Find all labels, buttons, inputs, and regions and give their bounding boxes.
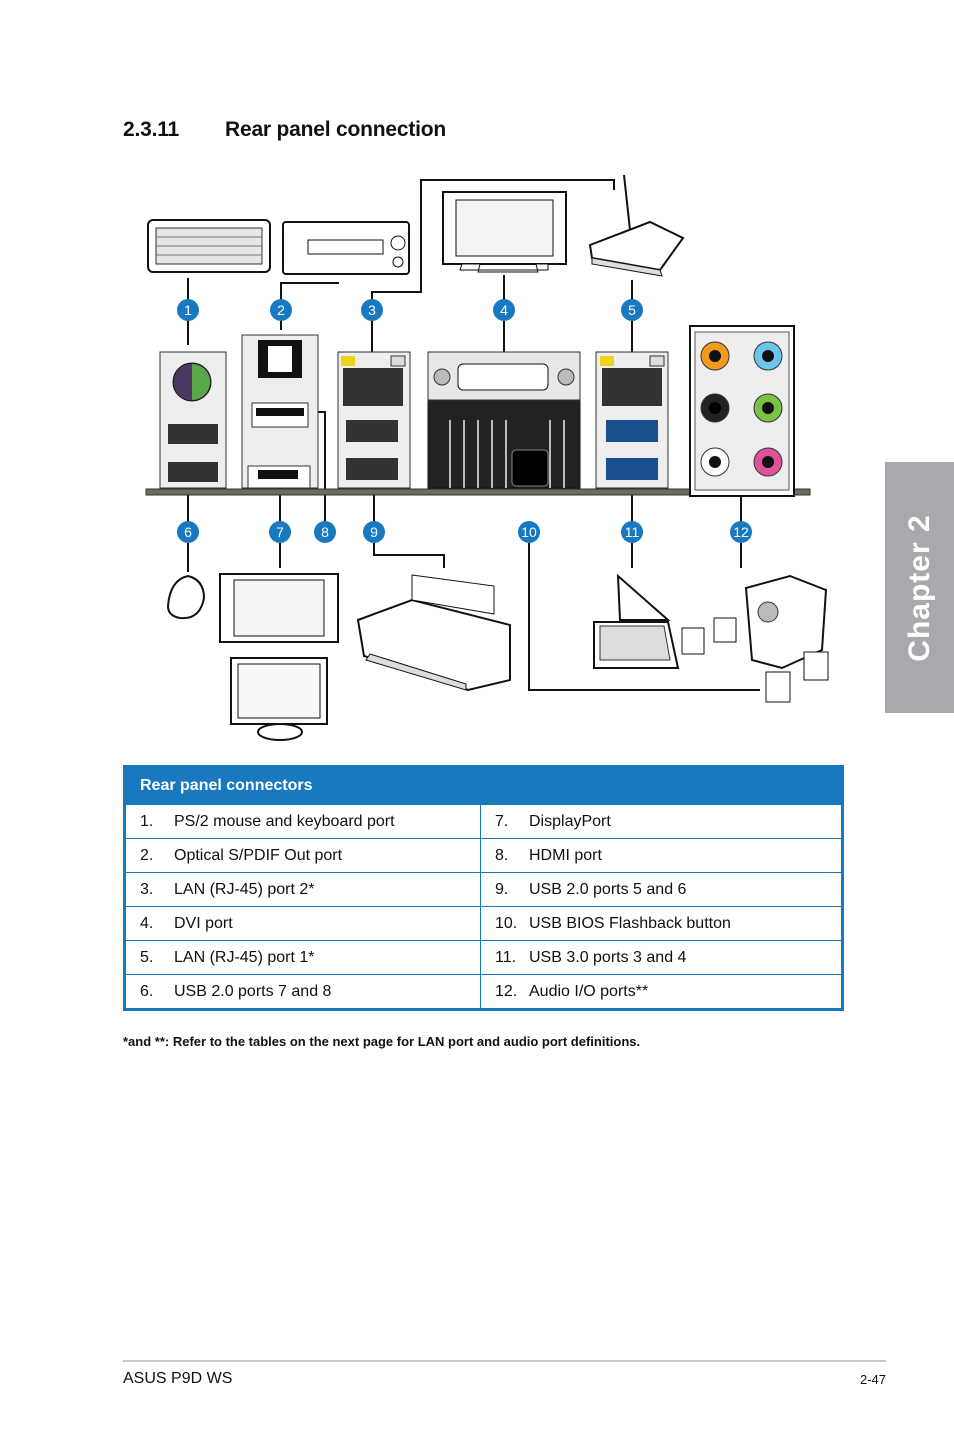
callout-badge-4: 4 bbox=[493, 299, 515, 321]
ps2-usb-stack bbox=[159, 351, 227, 489]
item-label: DisplayPort bbox=[529, 812, 611, 830]
item-number: 11. bbox=[495, 948, 517, 966]
callout-badge-1: 1 bbox=[177, 299, 199, 321]
callout-number: 9 bbox=[370, 524, 378, 540]
item-label: LAN (RJ-45) port 2* bbox=[174, 880, 315, 898]
mouse-icon bbox=[166, 574, 206, 620]
callout-number: 3 bbox=[368, 302, 376, 318]
footer-page-number: 2-47 bbox=[859, 1372, 886, 1387]
rear-panel-connectors-table: Rear panel connectors 1. PS/2 mouse and k… bbox=[123, 765, 844, 1011]
table-cell: 5. LAN (RJ-45) port 1* bbox=[124, 940, 481, 975]
table-row: 5. LAN (RJ-45) port 1* 11. USB 3.0 ports 3 … bbox=[124, 940, 843, 975]
item-number: 10. bbox=[495, 914, 518, 932]
table-cell: 1. PS/2 mouse and keyboard port bbox=[124, 804, 481, 839]
callout-number: 10 bbox=[521, 524, 537, 540]
callout-badge-12: 12 bbox=[730, 521, 752, 543]
item-label: DVI port bbox=[174, 914, 233, 932]
chapter-tab: Chapter 2 bbox=[885, 462, 954, 713]
callout-badge-9: 9 bbox=[363, 521, 385, 543]
lan-usb3-stack-right bbox=[595, 351, 669, 489]
scanner-icon bbox=[593, 573, 680, 669]
section-heading: 2.3.11 Rear panel connection bbox=[123, 118, 446, 142]
item-number: 7. bbox=[495, 812, 509, 830]
item-label: Audio I/O ports** bbox=[529, 982, 649, 1000]
item-label: USB 2.0 ports 7 and 8 bbox=[174, 982, 332, 1000]
item-label: USB BIOS Flashback button bbox=[529, 914, 731, 932]
speakers-icon bbox=[681, 574, 829, 703]
callout-number: 7 bbox=[276, 524, 284, 540]
table-row: 2. Optical S/PDIF Out port 8. HDMI port bbox=[124, 838, 843, 873]
callout-badge-5: 5 bbox=[621, 299, 643, 321]
table-body: 1. PS/2 mouse and keyboard port 7. DisplayP… bbox=[124, 804, 843, 1010]
table-cell: 11. USB 3.0 ports 3 and 4 bbox=[480, 940, 843, 975]
footnote: *and **: Refer to the tables on the next… bbox=[123, 1034, 641, 1049]
callout-number: 5 bbox=[628, 302, 636, 318]
callout-number: 11 bbox=[625, 524, 640, 540]
optical-hdmi-dp-stack bbox=[241, 334, 319, 489]
callout-badge-10: 10 bbox=[518, 521, 540, 543]
callout-number: 1 bbox=[184, 302, 192, 318]
item-number: 2. bbox=[140, 846, 154, 864]
footer-product: ASUS P9D WS bbox=[123, 1370, 233, 1387]
audio-jack-panel bbox=[689, 325, 795, 497]
hdmi-monitor-icon bbox=[230, 657, 328, 741]
callout-badge-7: 7 bbox=[269, 521, 291, 543]
table-row: 3. LAN (RJ-45) port 2* 9. USB 2.0 ports 5 a… bbox=[124, 872, 843, 907]
table-row: 1. PS/2 mouse and keyboard port 7. DisplayP… bbox=[124, 804, 843, 839]
table-header: Rear panel connectors bbox=[124, 766, 843, 805]
table-cell: 10. USB BIOS Flashback button bbox=[480, 906, 843, 941]
table-row: 4. DVI port 10. USB BIOS Flashback button bbox=[124, 906, 843, 941]
callout-badge-8: 8 bbox=[314, 521, 336, 543]
printer-icon bbox=[356, 574, 511, 692]
callout-badge-2: 2 bbox=[270, 299, 292, 321]
board-edge bbox=[145, 488, 811, 496]
item-number: 5. bbox=[140, 948, 154, 966]
table-cell: 8. HDMI port bbox=[480, 838, 843, 873]
item-number: 8. bbox=[495, 846, 509, 864]
table-cell: 7. DisplayPort bbox=[480, 804, 843, 839]
callout-number: 12 bbox=[733, 524, 749, 540]
callout-badge-6: 6 bbox=[177, 521, 199, 543]
lan-usb-stack-left bbox=[337, 351, 411, 489]
router-icon bbox=[588, 174, 685, 277]
item-number: 9. bbox=[495, 880, 509, 898]
item-label: LAN (RJ-45) port 1* bbox=[174, 948, 315, 966]
item-number: 1. bbox=[140, 812, 154, 830]
footer-divider bbox=[123, 1360, 886, 1362]
keyboard-icon bbox=[147, 219, 271, 273]
callout-number: 6 bbox=[184, 524, 192, 540]
section-title: Rear panel connection bbox=[225, 118, 447, 141]
table-cell: 2. Optical S/PDIF Out port bbox=[124, 838, 481, 873]
table-row: 6. USB 2.0 ports 7 and 8 12. Audio I/O port… bbox=[124, 974, 843, 1010]
callout-number: 2 bbox=[277, 302, 285, 318]
item-label: USB 3.0 ports 3 and 4 bbox=[529, 948, 687, 966]
item-number: 3. bbox=[140, 880, 154, 898]
table-cell: 4. DVI port bbox=[124, 906, 481, 941]
callout-number: 4 bbox=[500, 302, 508, 318]
section-number: 2.3.11 bbox=[123, 118, 180, 141]
table-cell: 9. USB 2.0 ports 5 and 6 bbox=[480, 872, 843, 907]
callout-number: 8 bbox=[321, 524, 329, 540]
item-number: 6. bbox=[140, 982, 154, 1000]
item-number: 12. bbox=[495, 982, 518, 1000]
item-label: USB 2.0 ports 5 and 6 bbox=[529, 880, 687, 898]
item-label: Optical S/PDIF Out port bbox=[174, 846, 343, 864]
table-cell: 3. LAN (RJ-45) port 2* bbox=[124, 872, 481, 907]
callout-badge-11: 11 bbox=[621, 521, 643, 543]
item-label: HDMI port bbox=[529, 846, 602, 864]
monitor-icon bbox=[442, 191, 567, 273]
item-number: 4. bbox=[140, 914, 154, 932]
table-cell: 6. USB 2.0 ports 7 and 8 bbox=[124, 974, 481, 1010]
chapter-tab-label: Chapter 2 bbox=[902, 513, 936, 662]
dvi-bios-block bbox=[427, 351, 581, 489]
displayport-monitor-icon bbox=[219, 573, 339, 643]
audio-receiver-icon bbox=[282, 221, 410, 275]
callout-badge-3: 3 bbox=[361, 299, 383, 321]
table-cell: 12. Audio I/O ports** bbox=[480, 974, 843, 1010]
item-label: PS/2 mouse and keyboard port bbox=[174, 812, 395, 830]
